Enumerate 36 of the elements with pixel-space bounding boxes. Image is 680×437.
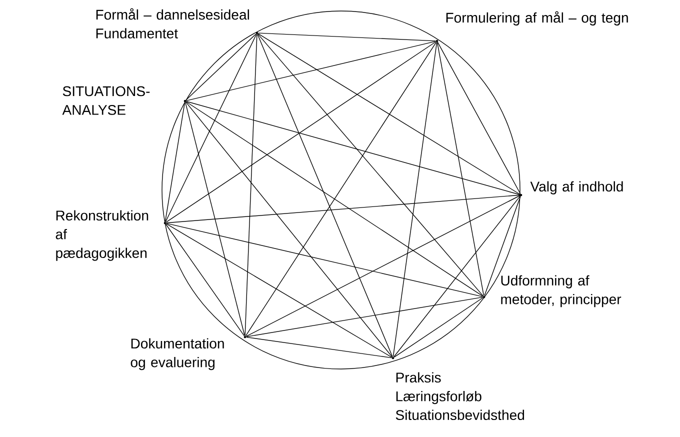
chord-line	[437, 42, 521, 194]
chord-line	[185, 102, 246, 336]
chord-line	[392, 42, 438, 357]
chord-line	[436, 42, 484, 296]
chord-line	[186, 102, 392, 358]
point-label: Valg af indhold	[520, 181, 623, 196]
chord-line	[245, 42, 437, 336]
chord-line	[257, 34, 393, 358]
chord-line	[166, 194, 520, 224]
chord-line	[258, 34, 484, 296]
chord-line	[394, 297, 484, 358]
chord-line	[246, 336, 392, 358]
chord-line	[165, 224, 245, 336]
chord-line	[165, 34, 257, 222]
chord-line	[166, 223, 392, 358]
point-label: Praksis Læringsforløb Situationsbevidsthed	[392, 356, 524, 420]
chord-line	[258, 33, 520, 195]
chord-line	[258, 32, 436, 42]
point-label: Rekonstruktion af pædagogikken	[56, 210, 166, 261]
chord-line	[166, 222, 483, 298]
chord-line	[244, 34, 258, 336]
point-label: Udformning af metoder, principper	[482, 275, 622, 308]
chord-line	[166, 41, 436, 223]
chord-line	[186, 34, 256, 100]
chord-line	[186, 101, 484, 297]
point-label: Dokumentation og evaluering	[130, 336, 246, 370]
chord-line	[484, 196, 521, 296]
point-label: Formulering af mål – og tegn	[436, 11, 628, 42]
point-label: Formål – dannelsesideal Fundamentet	[96, 8, 258, 38]
chord-line	[186, 101, 520, 195]
chord-line	[246, 296, 483, 338]
point-label: SITUATIONS-ANALYSE	[62, 86, 186, 115]
chord-line	[186, 40, 436, 102]
chord-line	[246, 195, 520, 337]
chord-line	[394, 196, 520, 358]
chord-line	[164, 102, 186, 222]
